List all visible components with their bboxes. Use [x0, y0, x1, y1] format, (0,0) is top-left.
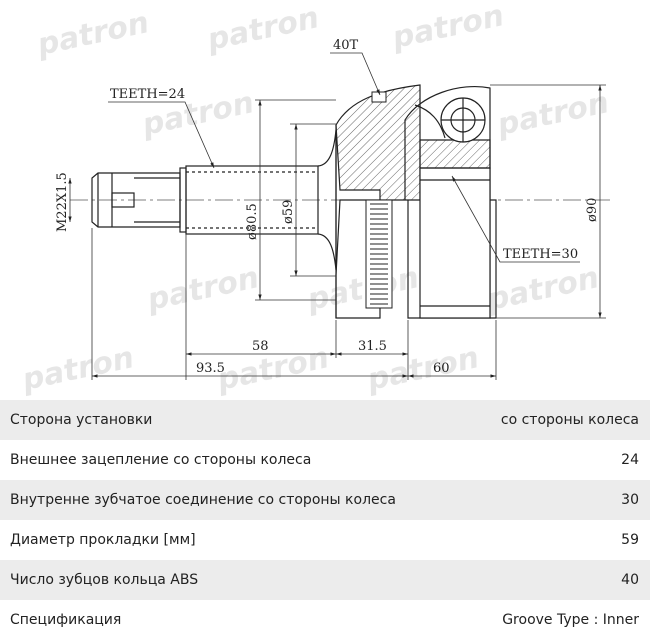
length-93-label: 93.5 [196, 361, 225, 376]
watermark: patron [303, 260, 422, 318]
spec-value: Groove Type : Inner [502, 612, 639, 628]
vertical-dims [68, 84, 606, 319]
length-58-label: 58 [252, 339, 269, 354]
horizontal-dims [91, 228, 497, 380]
spec-label: Сторона установки [10, 412, 153, 428]
length-31-label: 31.5 [358, 339, 387, 354]
watermark: patron [483, 260, 602, 318]
spec-value: 30 [621, 492, 639, 508]
spec-row: Число зубцов кольца ABS 40 [0, 560, 650, 600]
thread-label: M22X1.5 [55, 172, 70, 232]
spec-value: 40 [621, 572, 639, 588]
watermark: patron [203, 0, 322, 58]
watermark: patron [18, 340, 137, 398]
spec-label: Внутренне зубчатое соединение со стороны… [10, 492, 396, 508]
spec-row: Внутренне зубчатое соединение со стороны… [0, 480, 650, 520]
spec-table: Сторона установки со стороны колеса Внеш… [0, 400, 650, 640]
watermark: patron [143, 260, 262, 318]
leaders [108, 52, 580, 263]
spec-row: Спецификация Groove Type : Inner [0, 600, 650, 640]
abs-ring [365, 199, 393, 309]
spec-label: Диаметр прокладки [мм] [10, 532, 196, 548]
length-60-label: 60 [433, 361, 450, 376]
spec-value: со стороны колеса [500, 412, 639, 428]
cv-joint-drawing: patron patron patron patron patron patro… [18, 0, 612, 398]
spec-label: Спецификация [10, 612, 122, 628]
watermark: patron [493, 85, 612, 143]
spec-row: Внешнее зацепление со стороны колеса 24 [0, 440, 650, 480]
watermark: patron [33, 5, 152, 63]
teeth-outer-label: TEETH=24 [110, 87, 185, 102]
watermarks: patron patron patron patron patron patro… [18, 0, 612, 398]
abs-teeth-label: 40T [333, 38, 359, 53]
watermark: patron [388, 0, 507, 56]
outer-housing [335, 84, 421, 319]
spec-value: 59 [621, 532, 639, 548]
spec-row: Сторона установки со стороны колеса [0, 400, 650, 440]
diameter-90-label: ø90 [585, 198, 600, 222]
spec-label: Число зубцов кольца ABS [10, 572, 199, 588]
watermark: patron [213, 340, 332, 398]
teeth-inner-label: TEETH=30 [503, 247, 578, 262]
technical-drawing: patron patron patron patron patron patro… [18, 0, 613, 399]
diameter-80-label: ø80.5 [245, 203, 260, 240]
spec-value: 24 [621, 452, 639, 468]
spec-row: Диаметр прокладки [мм] 59 [0, 520, 650, 560]
bell-section [404, 85, 497, 319]
diameter-59-label: ø59 [281, 200, 296, 224]
spec-label: Внешнее зацепление со стороны колеса [10, 452, 312, 468]
